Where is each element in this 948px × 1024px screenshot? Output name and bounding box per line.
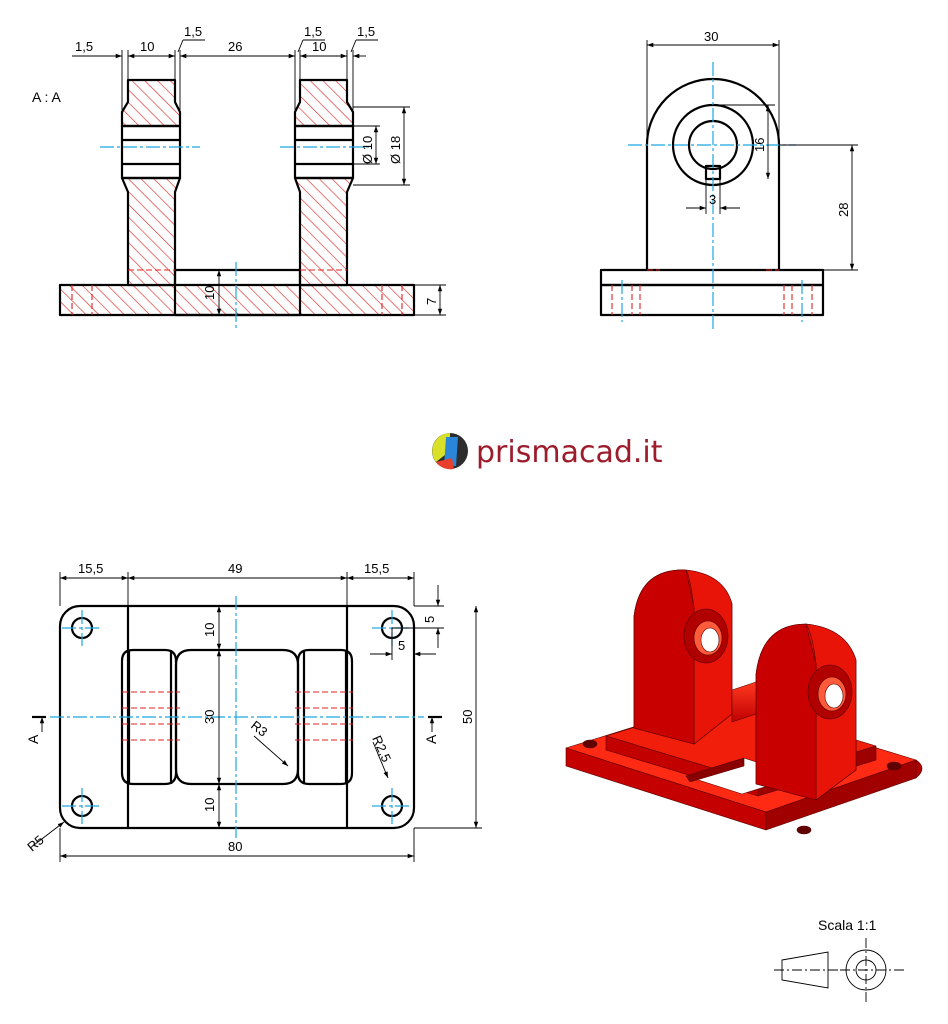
dim-hole-h5: 5 xyxy=(398,638,405,653)
dim-side-28: 28 xyxy=(836,203,851,217)
scale-label: Scala 1:1 xyxy=(818,917,877,933)
dim-inner-30: 30 xyxy=(202,710,217,724)
dim-inner-10-top: 10 xyxy=(202,623,217,637)
section-label: A : A xyxy=(32,89,61,105)
dim-top-49: 49 xyxy=(228,561,242,576)
dim-radius-r5: R5 xyxy=(24,832,46,854)
section-right-upright xyxy=(293,176,355,287)
top-view: A A 15,5 49 15,5 5 5 10 30 10 50 xyxy=(24,561,482,862)
section-left-cap xyxy=(120,78,182,128)
dim-section-1: 1,5 xyxy=(75,39,93,54)
dim-section-5: 1,5 xyxy=(304,24,322,39)
side-view: 30 16 28 3 xyxy=(599,29,858,330)
dim-section-6: 10 xyxy=(312,39,326,54)
dim-bore-10: Ø 10 xyxy=(360,136,375,164)
dim-radius-r3: R3 xyxy=(248,718,270,740)
section-right-cap xyxy=(293,78,355,128)
scale-block: Scala 1:1 xyxy=(774,917,904,1002)
dim-overall-80: 80 xyxy=(228,839,242,854)
projection-symbol-cone xyxy=(781,951,829,989)
dim-side-30: 30 xyxy=(704,29,718,44)
dim-section-2: 10 xyxy=(140,39,154,54)
section-base xyxy=(58,283,416,317)
dim-section-7: 1,5 xyxy=(357,24,375,39)
section-marker-right: A xyxy=(423,734,439,744)
dim-inner-10-bottom: 10 xyxy=(202,798,217,812)
dim-boss-18: Ø 18 xyxy=(388,136,403,164)
section-view: A : A xyxy=(32,24,446,328)
dim-section-4: 26 xyxy=(228,39,242,54)
dim-height-10: 10 xyxy=(202,286,217,300)
dim-hole-v5: 5 xyxy=(422,616,437,623)
dim-radius-r25: R2,5 xyxy=(369,733,394,764)
section-left-upright xyxy=(120,176,182,287)
section-right-bore xyxy=(293,124,355,180)
dim-plate-7: 7 xyxy=(424,298,439,305)
dim-top-15-left: 15,5 xyxy=(78,561,103,576)
top-center-opening xyxy=(174,648,300,786)
isometric-view xyxy=(565,569,923,835)
dim-side-16: 16 xyxy=(752,138,767,152)
dim-overall-50: 50 xyxy=(460,710,475,724)
dim-keyway-3: 3 xyxy=(709,192,716,207)
brand-text: prismacad.it xyxy=(476,435,663,470)
brand-logo: prismacad.it xyxy=(432,433,663,470)
section-left-bore xyxy=(120,124,182,180)
section-marker-left: A xyxy=(25,734,41,744)
dim-section-3: 1,5 xyxy=(184,24,202,39)
dim-top-15-right: 15,5 xyxy=(364,561,389,576)
